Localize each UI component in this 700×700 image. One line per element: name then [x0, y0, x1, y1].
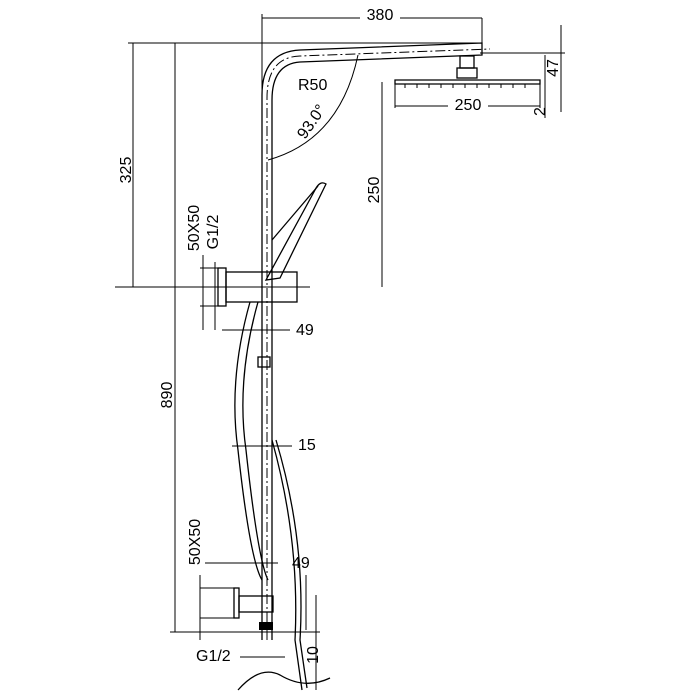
head-connector: [459, 55, 475, 69]
column-centerline: [266, 48, 491, 640]
dim-10-label: 10: [305, 646, 322, 664]
dim-890-label: 890: [159, 382, 176, 409]
angle-label: 93.0°: [294, 102, 329, 143]
dim-49-upper-label: 49: [296, 322, 314, 339]
dim-380-bg: [360, 6, 400, 22]
hand-shower: [264, 182, 327, 281]
hose-nut: [259, 622, 273, 630]
dim-2-label: 2: [532, 107, 549, 116]
dim-head-250-label: 250: [455, 97, 482, 114]
dim-head-bg: [448, 95, 488, 111]
hose-right-inner: [275, 439, 308, 689]
upper-holder: [225, 271, 298, 303]
dim-15-label: 15: [298, 437, 316, 454]
dim-380-label: 380: [367, 7, 394, 24]
dim-47-label: 47: [545, 59, 562, 77]
upper-bracket-label: 50X50: [186, 205, 203, 251]
hand-shower-face: [271, 185, 319, 241]
hose-left: [234, 301, 263, 581]
head-nozzles: [404, 84, 526, 88]
bend-radius-label: R50: [298, 77, 327, 94]
floor-curve: [237, 671, 331, 691]
shower-column: [261, 42, 483, 640]
dim-325-label: 325: [118, 157, 135, 184]
lower-outlet: [238, 595, 274, 613]
head-nut: [456, 67, 478, 79]
shower-head: [394, 79, 541, 85]
lower-bracket-label: 50X50: [187, 519, 204, 565]
hose-right: [271, 439, 303, 691]
angle-arc: [267, 54, 359, 161]
lower-thread-label: G1/2: [196, 648, 231, 665]
hose-left-inner: [242, 301, 269, 581]
upper-thread-label: G1/2: [205, 215, 222, 250]
dim-49-lower-label: 49: [292, 555, 310, 572]
column-joint: [257, 356, 271, 368]
dim-250-vertical-label: 250: [366, 177, 383, 204]
lower-wall-plate: [233, 587, 240, 619]
